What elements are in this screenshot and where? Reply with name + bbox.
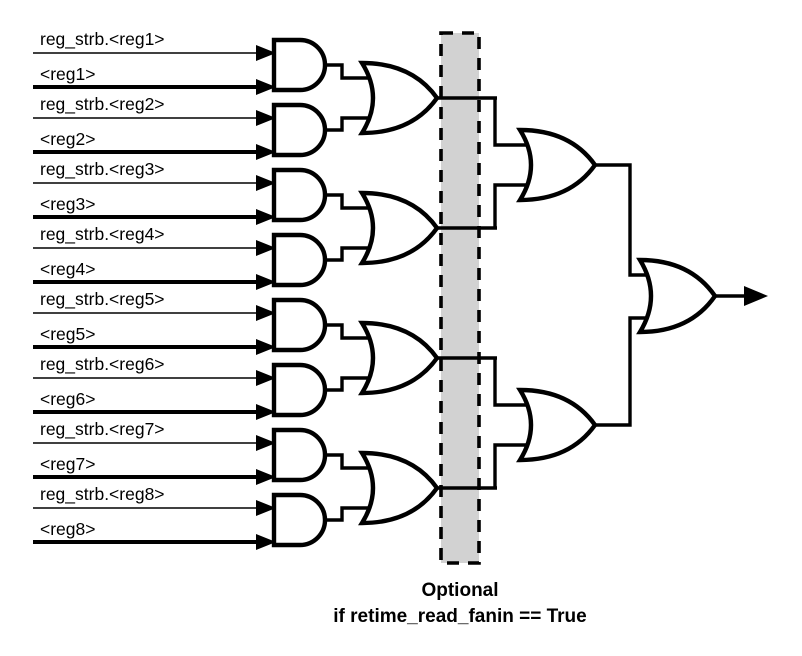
and-gate-8 [271, 492, 328, 548]
wire-or4-to-or6 [493, 443, 528, 488]
input-arrow-8a [256, 500, 276, 516]
strobe-label-7: reg_strb.<reg7> [40, 419, 165, 440]
input-arrow-6b [256, 404, 276, 420]
input-group-1: reg_strb.<reg1> <reg1> [33, 29, 276, 95]
input-group-5: reg_strb.<reg5> <reg5> [33, 289, 276, 355]
wire-and7-to-or4 [325, 453, 370, 470]
input-arrow-4b [256, 274, 276, 290]
or-gate-stage2-top [516, 127, 598, 203]
strobe-label-2: reg_strb.<reg2> [40, 94, 165, 115]
input-group-3: reg_strb.<reg3> <reg3> [33, 159, 276, 225]
input-group-4: reg_strb.<reg4> <reg4> [33, 224, 276, 290]
input-arrow-2a [256, 110, 276, 126]
input-arrow-1a [256, 45, 276, 61]
and-gate-3 [271, 167, 328, 223]
or-gate-stage1-3 [358, 320, 440, 396]
or-gate-stage1-2 [358, 190, 440, 266]
wire-and3-to-or2 [325, 193, 370, 210]
input-arrow-4a [256, 240, 276, 256]
strobe-label-8: reg_strb.<reg8> [40, 484, 165, 505]
input-group-2: reg_strb.<reg2> <reg2> [33, 94, 276, 160]
wire-or3-to-or6 [493, 358, 528, 407]
wire-and5-to-or3 [325, 323, 370, 340]
data-label-2: <reg2> [40, 129, 95, 149]
and-gate-4 [271, 232, 328, 288]
input-arrow-7a [256, 435, 276, 451]
data-label-3: <reg3> [40, 194, 95, 214]
or-gate-stage2-bottom [516, 387, 598, 463]
wire-or2-to-or5 [493, 183, 528, 228]
wire-or1-to-or5 [493, 98, 528, 147]
input-arrow-5b [256, 339, 276, 355]
data-label-8: <reg8> [40, 519, 95, 539]
data-label-5: <reg5> [40, 324, 95, 344]
optional-caption-line2: if retime_read_fanin == True [333, 606, 586, 627]
data-label-6: <reg6> [40, 389, 95, 409]
and-gate-5 [271, 297, 328, 353]
input-arrow-7b [256, 469, 276, 485]
input-arrow-6a [256, 370, 276, 386]
wire-or5-to-or7 [593, 163, 648, 277]
input-arrow-1b [256, 79, 276, 95]
strobe-label-6: reg_strb.<reg6> [40, 354, 165, 375]
data-label-4: <reg4> [40, 259, 95, 279]
data-label-7: <reg7> [40, 454, 95, 474]
output-arrow-icon [744, 286, 768, 306]
and-gate-7 [271, 427, 328, 483]
input-arrow-3b [256, 209, 276, 225]
wire-and8-to-or4 [325, 506, 370, 522]
or-gate-stage1-4 [358, 450, 440, 526]
input-group-7: reg_strb.<reg7> <reg7> [33, 419, 276, 485]
strobe-label-5: reg_strb.<reg5> [40, 289, 165, 310]
or-gate-stage1-1 [358, 60, 440, 136]
input-arrow-5a [256, 305, 276, 321]
and-gate-2 [271, 102, 328, 158]
wire-and1-to-or1 [325, 63, 370, 80]
wire-and4-to-or2 [325, 246, 370, 262]
optional-retime-region [439, 31, 481, 565]
wire-and2-to-or1 [325, 116, 370, 132]
input-arrow-2b [256, 144, 276, 160]
input-arrow-8b [256, 534, 276, 550]
input-group-8: reg_strb.<reg8> <reg8> [33, 484, 276, 550]
strobe-label-1: reg_strb.<reg1> [40, 29, 165, 50]
input-arrow-3a [256, 175, 276, 191]
strobe-label-4: reg_strb.<reg4> [40, 224, 165, 245]
data-label-1: <reg1> [40, 64, 95, 84]
optional-caption-line1: Optional [421, 580, 498, 601]
and-gate-1 [271, 37, 328, 93]
input-group-6: reg_strb.<reg6> <reg6> [33, 354, 276, 420]
and-gate-6 [271, 362, 328, 418]
wire-and6-to-or3 [325, 376, 370, 392]
wire-or6-to-or7 [593, 316, 648, 427]
strobe-label-3: reg_strb.<reg3> [40, 159, 165, 180]
or-gate-output [636, 257, 718, 335]
